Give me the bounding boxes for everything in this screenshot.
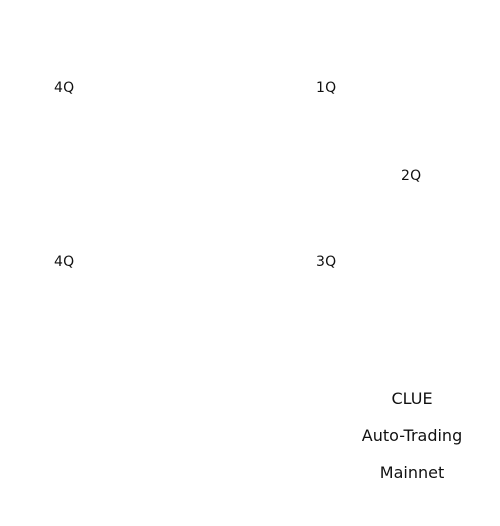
milestone-line-clue: CLUE [391, 389, 433, 408]
milestone-line-auto-trading: Auto-Trading [361, 426, 463, 445]
quarter-label-4q-bottom: 4Q [54, 254, 75, 270]
milestone-line-mainnet: Mainnet [379, 463, 445, 482]
milestone-text: CLUE Auto-Trading Mainnet [352, 390, 472, 482]
quarter-label-3q: 3Q [316, 254, 337, 270]
quarter-label-2q: 2Q [401, 168, 422, 184]
quarter-label-4q-top: 4Q [54, 80, 75, 96]
quarter-label-1q: 1Q [316, 80, 337, 96]
